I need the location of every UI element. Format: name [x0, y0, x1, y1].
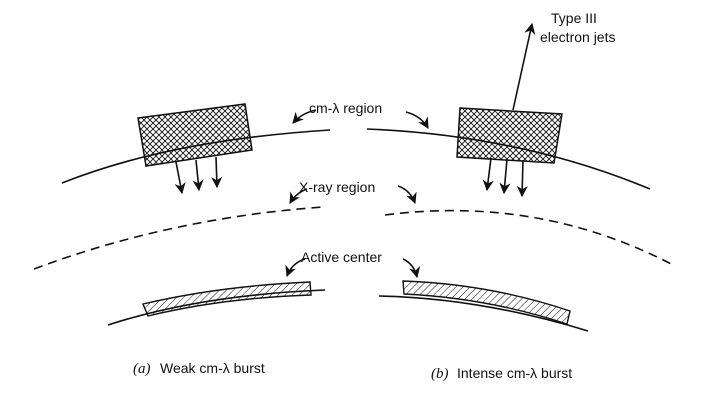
- type3-label-line1: Type III: [551, 10, 597, 26]
- photosphere-arc-a: [107, 289, 326, 326]
- caption-b-text: Intense cm-λ burst: [457, 365, 572, 381]
- xray-region-arc-b: [384, 209, 676, 267]
- burst-source-b: [456, 107, 563, 164]
- down-arrow-b1: [482, 157, 494, 192]
- leader-active-left: [285, 258, 306, 278]
- caption-a: (a) Weak cm-λ burst: [133, 360, 265, 377]
- leader-xray-right: [397, 185, 417, 205]
- active-center-bar-b: [402, 280, 571, 325]
- down-arrow-b3: [516, 159, 528, 198]
- caption-b: (b) Intense cm-λ burst: [431, 365, 572, 382]
- cm-region-label: cm-λ region: [309, 100, 382, 116]
- panel-b: [366, 22, 676, 332]
- leader-active-right: [402, 258, 421, 279]
- leader-cm-right: [405, 111, 429, 129]
- xray-region-label: X-ray region: [299, 179, 375, 195]
- type3-label-line2: electron jets: [540, 29, 615, 45]
- burst-source-a: [137, 103, 253, 167]
- photosphere-arc-b: [378, 295, 589, 332]
- leader-cm-left: [292, 109, 317, 124]
- down-arrow-a1: [174, 161, 186, 195]
- caption-a-text: Weak cm-λ burst: [160, 360, 265, 376]
- caption-a-letter: (a): [133, 361, 151, 377]
- leader-xray-left: [289, 188, 308, 204]
- panel-a: [33, 103, 331, 326]
- caption-b-letter: (b): [431, 366, 449, 382]
- xray-region-arc-a: [33, 206, 324, 270]
- down-arrow-a2: [192, 159, 204, 192]
- down-arrow-b2: [499, 158, 511, 195]
- down-arrow-a3: [211, 156, 223, 189]
- type3-jet-arrow: [512, 22, 536, 111]
- active-center-label: Active center: [301, 249, 382, 265]
